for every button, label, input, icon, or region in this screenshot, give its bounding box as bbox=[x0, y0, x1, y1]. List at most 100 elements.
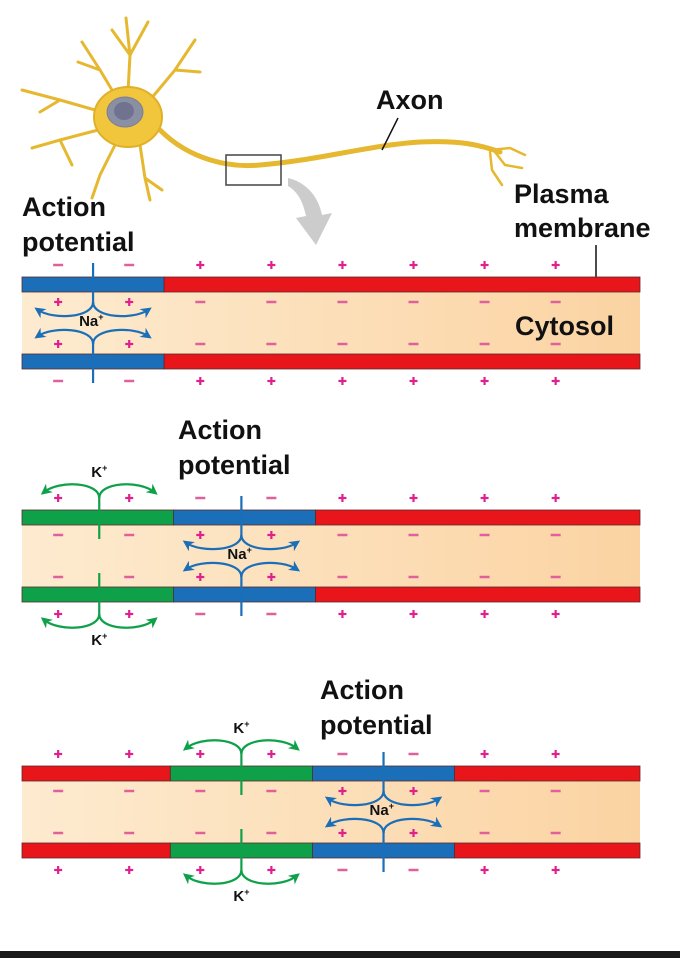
action-potential-label-line2: potential bbox=[22, 227, 135, 257]
k-ion-label-top: K+ bbox=[91, 463, 108, 481]
action-potential-label-line1: Action bbox=[22, 192, 106, 222]
membrane-resting-bottom bbox=[21, 842, 171, 859]
k-arrow-top-left bbox=[182, 739, 243, 755]
outside-positive-charge bbox=[54, 494, 63, 502]
outside-positive-charge bbox=[196, 261, 205, 269]
outside-positive-charge bbox=[480, 377, 489, 385]
axon-segment-1 bbox=[21, 261, 641, 385]
outside-positive-charge bbox=[267, 750, 276, 758]
action-potential-label-line1: Action bbox=[178, 415, 262, 445]
outside-positive-charge bbox=[551, 261, 560, 269]
na-arrow-top-left bbox=[182, 534, 243, 552]
plasma-membrane-label-line2: membrane bbox=[514, 213, 651, 243]
outside-positive-charge bbox=[338, 494, 347, 502]
na-arrow-bottom-left bbox=[182, 560, 243, 578]
k-arrow-bottom-left bbox=[40, 613, 101, 629]
axon-label: Axon bbox=[376, 85, 444, 115]
outside-positive-charge bbox=[196, 866, 205, 874]
axon-segment-2 bbox=[21, 483, 641, 629]
axon-segment-3 bbox=[21, 739, 641, 885]
action-potential-label-line1: Action bbox=[320, 675, 404, 705]
cytosol-region bbox=[22, 525, 640, 587]
outside-positive-charge bbox=[338, 610, 347, 618]
action-potential-label-line2: potential bbox=[320, 710, 433, 740]
na-ion-label: Na+ bbox=[79, 312, 104, 330]
outside-positive-charge bbox=[196, 750, 205, 758]
k-arrow-top-right bbox=[98, 483, 158, 499]
inside-positive-charge bbox=[338, 829, 347, 837]
k-ion-label-bottom: K+ bbox=[91, 631, 108, 649]
cytosol-region bbox=[22, 781, 640, 843]
outside-positive-charge bbox=[551, 750, 560, 758]
k-arrow-bottom-left bbox=[182, 869, 243, 885]
na-arrow-top-right bbox=[382, 790, 443, 808]
outside-positive-charge bbox=[267, 866, 276, 874]
dendrites bbox=[20, 16, 202, 202]
k-ion-label-top: K+ bbox=[233, 719, 250, 737]
outside-positive-charge bbox=[338, 261, 347, 269]
na-arrow-bottom-right bbox=[382, 816, 443, 834]
na-arrow-top-right bbox=[91, 301, 152, 319]
inside-positive-charge bbox=[54, 340, 63, 348]
outside-positive-charge bbox=[125, 750, 134, 758]
na-arrow-top-left bbox=[324, 790, 385, 808]
na-arrow-top-right bbox=[240, 534, 301, 552]
membrane-depolarized-bottom bbox=[173, 586, 316, 603]
axon-panels bbox=[21, 261, 641, 885]
cytosol-label: Cytosol bbox=[515, 311, 615, 341]
outside-positive-charge bbox=[480, 610, 489, 618]
outside-positive-charge bbox=[409, 261, 418, 269]
outside-positive-charge bbox=[267, 377, 276, 385]
inside-positive-charge bbox=[267, 573, 276, 581]
inside-positive-charge bbox=[196, 531, 205, 539]
outside-positive-charge bbox=[54, 866, 63, 874]
membrane-repolarizing-top bbox=[21, 509, 174, 526]
outside-positive-charge bbox=[54, 610, 63, 618]
axon-terminals bbox=[488, 146, 527, 187]
inside-positive-charge bbox=[409, 829, 418, 837]
nucleolus bbox=[114, 102, 134, 120]
outside-positive-charge bbox=[338, 377, 347, 385]
membrane-resting-bottom bbox=[163, 353, 641, 370]
membrane-resting-top bbox=[454, 765, 641, 782]
na-arrow-top-left bbox=[34, 301, 95, 319]
outside-positive-charge bbox=[551, 494, 560, 502]
zoom-arrow-icon bbox=[288, 178, 332, 245]
na-arrow-bottom-left bbox=[34, 327, 95, 345]
membrane-repolarizing-bottom bbox=[21, 586, 174, 603]
inside-positive-charge bbox=[125, 340, 134, 348]
inside-positive-charge bbox=[409, 787, 418, 795]
k-ion-label-bottom: K+ bbox=[233, 887, 250, 905]
k-arrow-top-right bbox=[240, 739, 300, 755]
axon-leader-line bbox=[381, 117, 399, 151]
outside-positive-charge bbox=[125, 494, 134, 502]
membrane-resting-top bbox=[163, 276, 641, 293]
k-arrow-top-left bbox=[40, 483, 101, 499]
na-ion-label: Na+ bbox=[369, 801, 394, 819]
membrane-depolarized-top bbox=[173, 509, 316, 526]
k-arrow-bottom-right bbox=[98, 613, 158, 629]
na-ion-label: Na+ bbox=[227, 545, 252, 563]
outside-positive-charge bbox=[267, 261, 276, 269]
bottom-border bbox=[0, 951, 680, 958]
outside-positive-charge bbox=[480, 750, 489, 758]
na-arrow-bottom-right bbox=[91, 327, 152, 345]
outside-positive-charge bbox=[551, 377, 560, 385]
outside-positive-charge bbox=[409, 377, 418, 385]
inside-positive-charge bbox=[267, 531, 276, 539]
outside-positive-charge bbox=[125, 610, 134, 618]
outside-positive-charge bbox=[551, 610, 560, 618]
k-arrow-bottom-right bbox=[240, 869, 300, 885]
outside-positive-charge bbox=[409, 494, 418, 502]
inside-positive-charge bbox=[125, 298, 134, 306]
inside-positive-charge bbox=[338, 787, 347, 795]
action-potential-label-line2: potential bbox=[178, 450, 291, 480]
membrane-resting-bottom bbox=[454, 842, 641, 859]
axon-path bbox=[157, 127, 503, 169]
outside-positive-charge bbox=[480, 866, 489, 874]
outside-positive-charge bbox=[480, 261, 489, 269]
membrane-resting-bottom bbox=[315, 586, 641, 603]
na-arrow-bottom-left bbox=[324, 816, 385, 834]
membrane-resting-top bbox=[315, 509, 641, 526]
